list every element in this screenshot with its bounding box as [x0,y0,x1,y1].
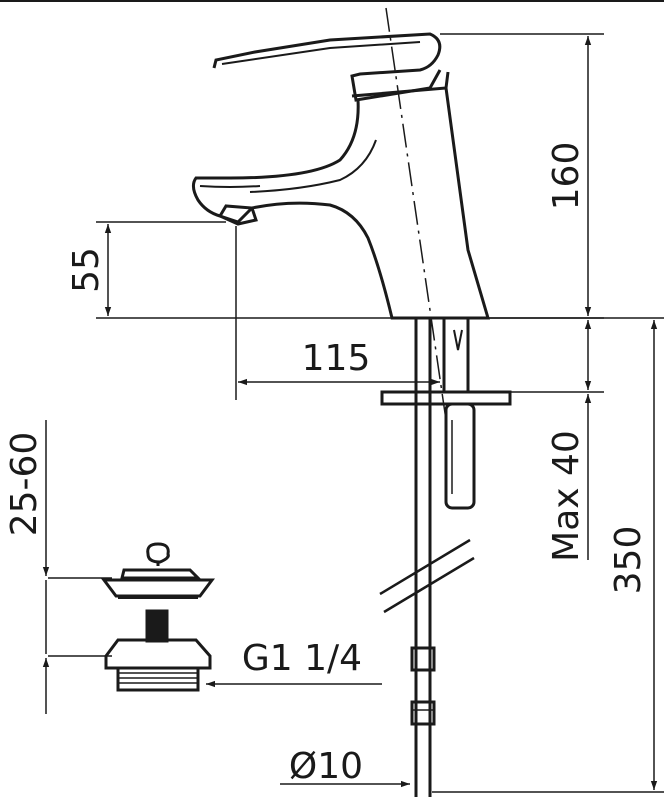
dimension-max-40: Max 40 [510,320,604,562]
dim-label-115: 115 [302,338,371,379]
mounting-washer [380,390,512,406]
dimension-115: 115 [235,226,440,400]
popup-drain [48,542,215,692]
deck-mounting [96,316,664,797]
drain-cap [101,568,215,598]
mounting-nut [444,402,476,510]
drain-body [104,638,212,670]
dimension-55: 55 [66,221,226,316]
dim-label-55: 55 [66,247,107,293]
dim-label-350: 350 [608,526,649,595]
dim-label-g1-1-4: G1 1/4 [242,638,362,679]
dim-label-25-60: 25-60 [4,432,45,537]
faucet-body [191,7,491,421]
dimension-160: 160 [440,33,604,319]
dimension-diameter-10: Ø10 [280,746,410,788]
faucet-centerline [385,7,447,421]
dimension-25-60: 25-60 [4,420,50,714]
lever-handle [212,32,442,102]
dim-label-160: 160 [546,142,587,211]
dimension-350: 350 [432,320,664,793]
dim-label-diameter-10: Ø10 [289,746,363,787]
faucet-column [191,87,491,320]
spout-tip [217,204,258,226]
dimension-g1-1-4: G1 1/4 [206,638,382,688]
dim-label-max-40: Max 40 [546,430,587,562]
